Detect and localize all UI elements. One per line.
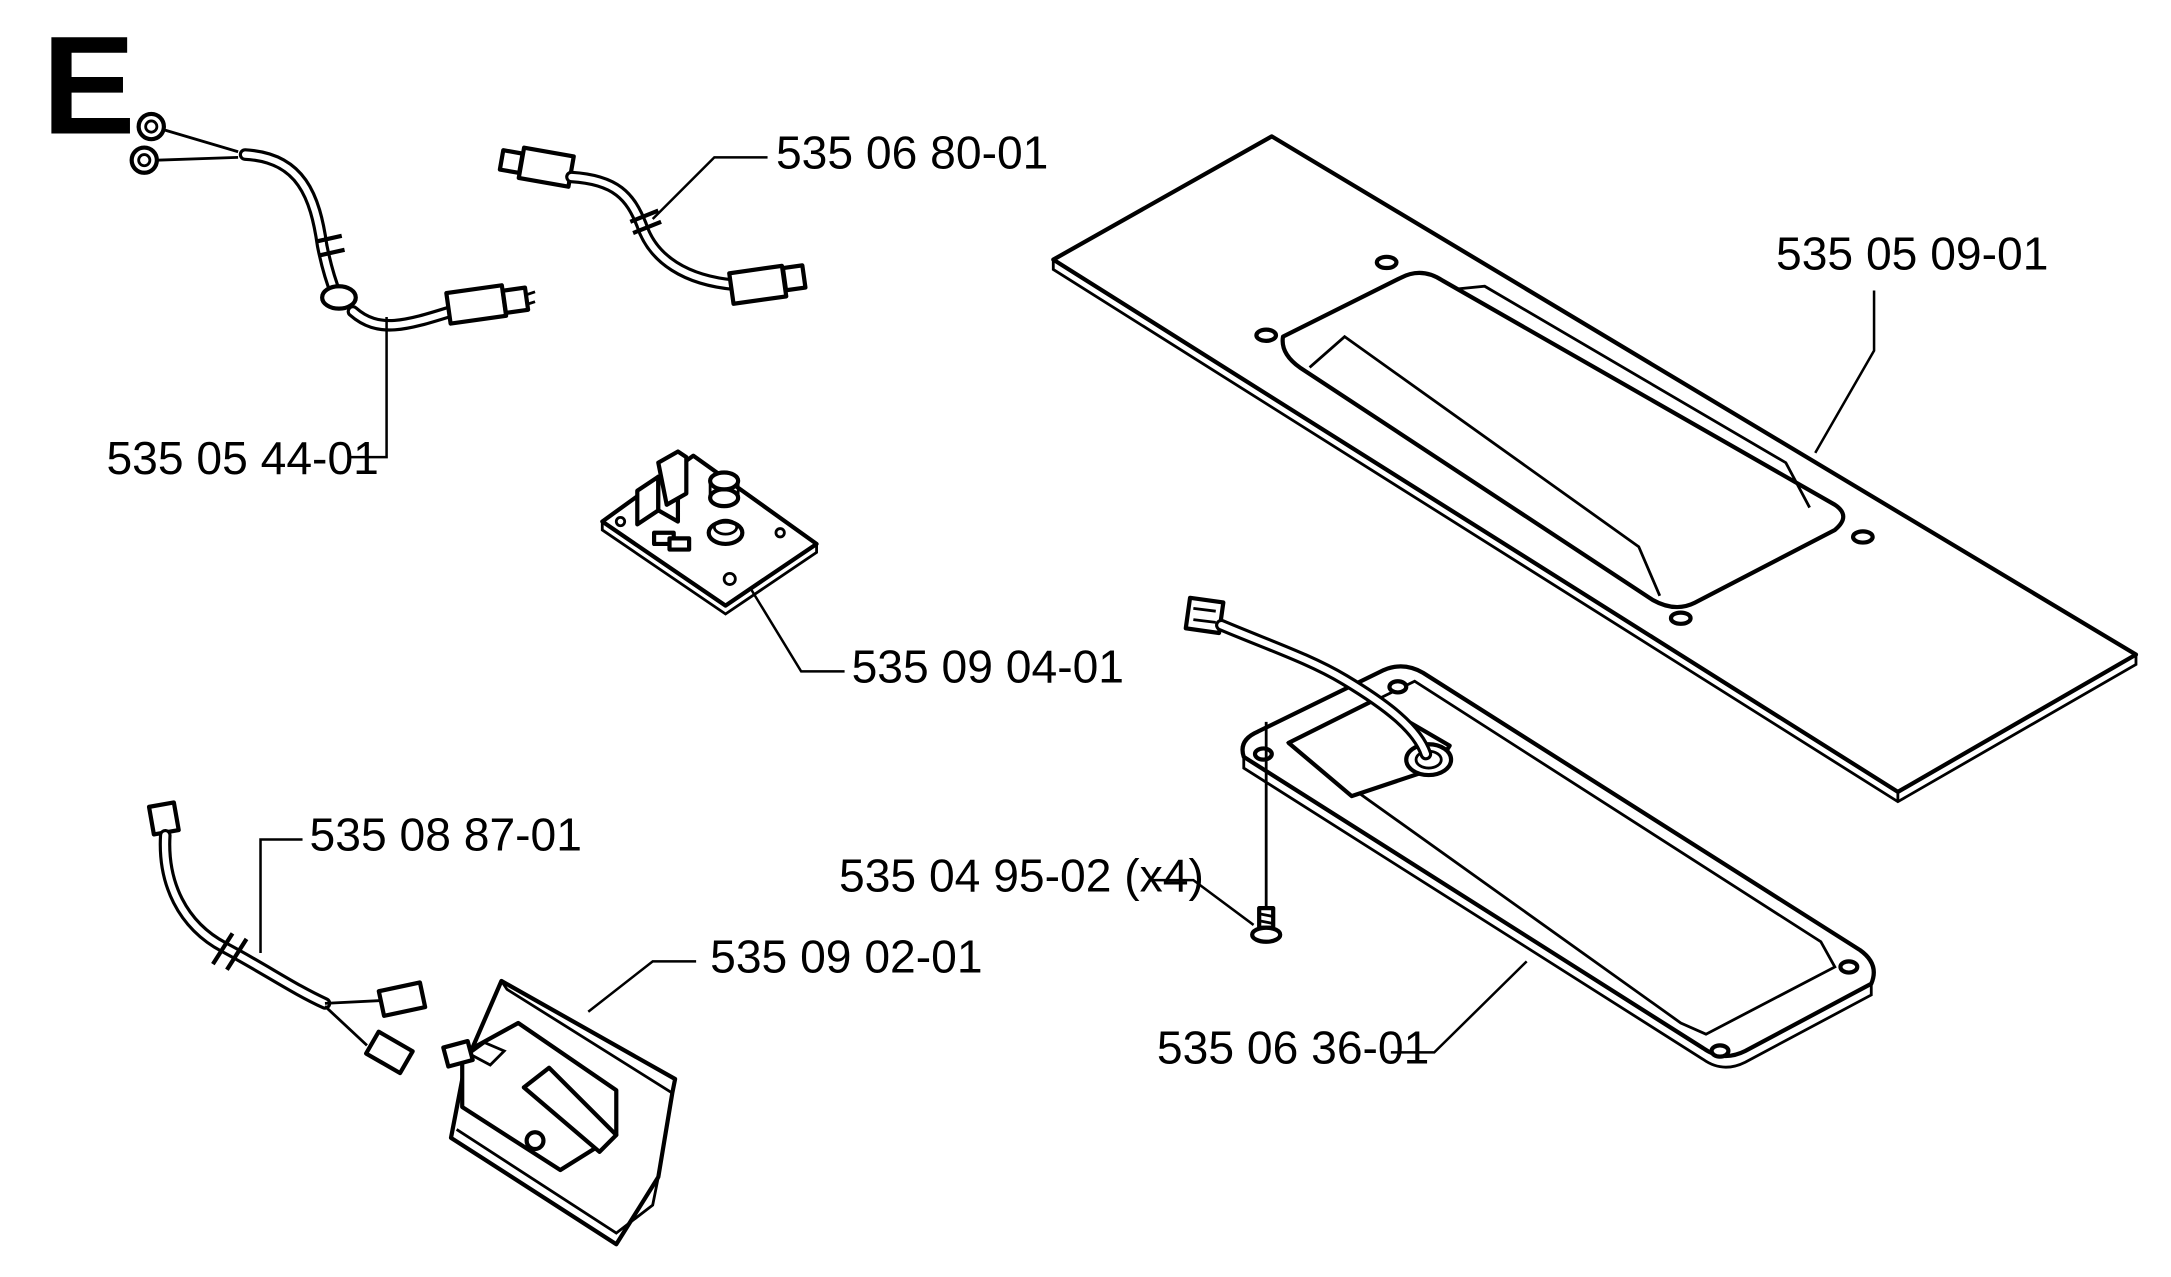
part-number-label: 535 08 87-01 [310, 809, 582, 861]
cover-plate-drawing [1051, 134, 2139, 804]
switch-bracket-drawing [441, 978, 678, 1247]
circuit-board-drawing [600, 449, 819, 616]
leader-lines [259, 156, 1876, 1054]
part-number-label: 535 09 04-01 [852, 641, 1124, 693]
harness-two-connectors-drawing [497, 145, 808, 306]
harness-ring-terminals-drawing [129, 111, 536, 332]
part-number-label: 535 09 02-01 [710, 931, 982, 983]
part-labels: 535 05 44-01 535 06 80-01 535 09 04-01 5… [106, 127, 2048, 1074]
section-letter: E [42, 7, 135, 164]
part-number-label: 535 05 44-01 [106, 432, 378, 484]
part-number-label: 535 06 36-01 [1157, 1022, 1429, 1074]
housing-tray-drawing [1183, 595, 1876, 1069]
part-number-label: 535 06 80-01 [776, 127, 1048, 179]
part-number-label: 535 05 09-01 [1776, 227, 2048, 279]
screw-drawing [1250, 721, 1283, 944]
harness-flag-terminals-drawing [146, 800, 428, 1076]
part-number-label: 535 04 95-02 (x4) [839, 849, 1204, 901]
